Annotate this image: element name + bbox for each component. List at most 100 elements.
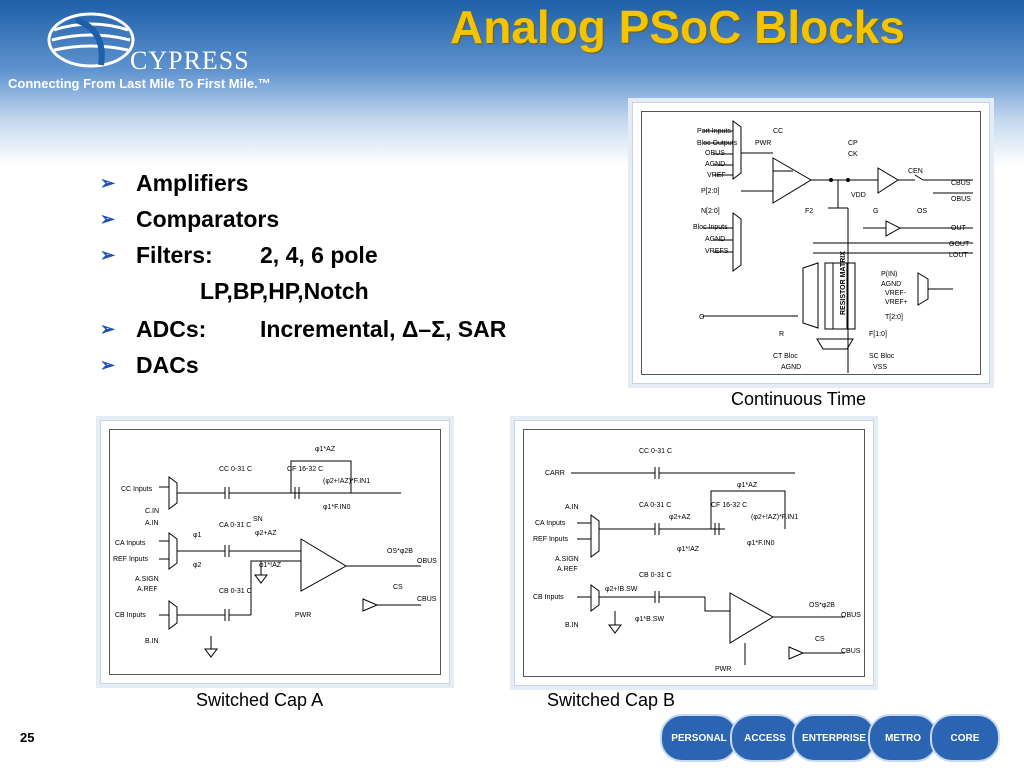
svg-text:CK: CK bbox=[848, 151, 858, 158]
svg-text:AGND: AGND bbox=[881, 281, 901, 288]
svg-text:VREF+: VREF+ bbox=[885, 299, 908, 306]
svg-text:CF 16-32 C: CF 16-32 C bbox=[287, 466, 323, 473]
svg-text:φ1*F.IN0: φ1*F.IN0 bbox=[323, 504, 351, 511]
svg-text:φ1*B.SW: φ1*B.SW bbox=[635, 616, 664, 623]
svg-text:(φ2+!AZ)*F.IN1: (φ2+!AZ)*F.IN1 bbox=[751, 514, 798, 521]
svg-text:OS*φ2B: OS*φ2B bbox=[387, 548, 413, 555]
svg-text:φ1*!AZ: φ1*!AZ bbox=[677, 546, 700, 553]
segment-badges: PERSONAL ACCESS ENTERPRISE METRO CORE bbox=[660, 714, 1010, 762]
svg-text:CS: CS bbox=[393, 584, 403, 591]
svg-text:CBUS: CBUS bbox=[841, 648, 861, 655]
arrow-bullet-icon: ➢ bbox=[100, 355, 116, 375]
svg-text:A.IN: A.IN bbox=[565, 504, 579, 511]
svg-text:CA 0-31 C: CA 0-31 C bbox=[639, 502, 671, 509]
svg-text:R: R bbox=[779, 331, 784, 338]
ct-bottom-labels: R CT Bloc AGND bbox=[773, 331, 801, 371]
svg-text:OBUS: OBUS bbox=[951, 196, 971, 203]
svg-text:φ1*AZ: φ1*AZ bbox=[315, 446, 336, 453]
diagram-label: P[2:0] bbox=[701, 188, 719, 195]
svg-text:F[1:0]: F[1:0] bbox=[869, 331, 887, 338]
svg-text:PWR: PWR bbox=[755, 140, 771, 147]
svg-text:GOUT: GOUT bbox=[949, 241, 970, 248]
svg-text:A.REF: A.REF bbox=[137, 586, 158, 593]
svg-text:REF Inputs: REF Inputs bbox=[113, 556, 149, 563]
svg-text:(φ2+!AZ)*F.IN1: (φ2+!AZ)*F.IN1 bbox=[323, 478, 370, 485]
ct-left-labels: Port Inputs Bloc Outputs OBUS AGND VREF … bbox=[693, 128, 738, 321]
continuous-time-diagram: Port Inputs Bloc Outputs OBUS AGND VREF … bbox=[632, 102, 990, 384]
svg-text:CA 0-31 C: CA 0-31 C bbox=[219, 522, 251, 529]
arrow-bullet-icon: ➢ bbox=[100, 209, 116, 229]
svg-text:φ2: φ2 bbox=[193, 562, 202, 569]
svg-text:OBUS: OBUS bbox=[841, 612, 861, 619]
page-number: 25 bbox=[20, 730, 35, 745]
globe-logo-icon bbox=[47, 12, 135, 68]
svg-text:OBUS: OBUS bbox=[417, 558, 437, 565]
resistor-matrix-label: RESISTOR MATRIX bbox=[840, 251, 847, 315]
svg-text:CC Inputs: CC Inputs bbox=[121, 486, 153, 493]
svg-text:φ1*F.IN0: φ1*F.IN0 bbox=[747, 540, 775, 547]
caption-switched-cap-a: Switched Cap A bbox=[196, 690, 324, 710]
scb-schematic-lines bbox=[571, 467, 845, 665]
svg-text:B.IN: B.IN bbox=[565, 622, 579, 629]
switched-cap-a-diagram: CC Inputs C.IN A.IN CA Inputs REF Inputs… bbox=[100, 420, 450, 684]
svg-text:CC: CC bbox=[773, 128, 783, 135]
svg-text:φ2+!B.SW: φ2+!B.SW bbox=[605, 586, 638, 593]
svg-text:VREF-: VREF- bbox=[885, 290, 907, 297]
svg-text:VDD: VDD bbox=[851, 192, 866, 199]
svg-text:φ2+AZ: φ2+AZ bbox=[255, 530, 277, 537]
svg-text:φ1*AZ: φ1*AZ bbox=[737, 482, 758, 489]
svg-text:VSS: VSS bbox=[873, 364, 887, 371]
svg-text:F2: F2 bbox=[805, 208, 813, 215]
svg-text:A.IN: A.IN bbox=[145, 520, 159, 527]
svg-text:CB Inputs: CB Inputs bbox=[115, 612, 146, 619]
svg-text:φ1*!AZ: φ1*!AZ bbox=[259, 562, 282, 569]
svg-text:PWR: PWR bbox=[295, 612, 311, 619]
badge-access: ACCESS bbox=[730, 714, 800, 762]
list-item: ➢ Comparators bbox=[100, 206, 280, 232]
svg-text:CBUS: CBUS bbox=[417, 596, 437, 603]
svg-text:CT Bloc: CT Bloc bbox=[773, 353, 798, 360]
svg-text:G: G bbox=[873, 208, 878, 215]
svg-text:CA Inputs: CA Inputs bbox=[535, 520, 566, 527]
cypress-logo: CYPRESS Connecting From Last Mile To Fir… bbox=[8, 8, 308, 98]
badge-core: CORE bbox=[930, 714, 1000, 762]
caption-switched-cap-b: Switched Cap B bbox=[547, 690, 676, 710]
switched-cap-b-diagram: CARR CC 0-31 C φ1*AZ CA 0-31 C CF 16-32 … bbox=[514, 420, 874, 686]
list-item: ➢ Filters: 2, 4, 6 pole bbox=[100, 242, 378, 268]
brand-tagline: Connecting From Last Mile To First Mile.… bbox=[8, 76, 271, 91]
svg-text:T[2:0]: T[2:0] bbox=[885, 314, 903, 321]
page-title: Analog PSoC Blocks bbox=[450, 1, 905, 53]
svg-text:CB Inputs: CB Inputs bbox=[533, 594, 564, 601]
svg-text:A.REF: A.REF bbox=[557, 566, 578, 573]
svg-text:OS: OS bbox=[917, 208, 927, 215]
sca-schematic-lines bbox=[159, 460, 421, 658]
arrow-bullet-icon: ➢ bbox=[100, 173, 116, 193]
badge-enterprise: ENTERPRISE bbox=[792, 714, 876, 762]
brand-name: CYPRESS bbox=[130, 46, 250, 75]
list-item: ➢ DACs bbox=[100, 352, 199, 378]
svg-text:CC 0-31 C: CC 0-31 C bbox=[639, 448, 672, 455]
ct-schematic-lines bbox=[703, 120, 973, 373]
ct-top-labels: CC PWR CP CK CEN F2 VDD G OS bbox=[755, 128, 927, 215]
svg-text:B.IN: B.IN bbox=[145, 638, 159, 645]
badge-metro: METRO bbox=[868, 714, 938, 762]
svg-text:C.IN: C.IN bbox=[145, 508, 159, 515]
arrow-bullet-icon: ➢ bbox=[100, 245, 116, 265]
svg-text:RESISTOR MATRIX: RESISTOR MATRIX bbox=[840, 251, 847, 315]
svg-text:CF 16-32 C: CF 16-32 C bbox=[711, 502, 747, 509]
svg-text:REF Inputs: REF Inputs bbox=[533, 536, 569, 543]
svg-text:A.SIGN: A.SIGN bbox=[555, 556, 579, 563]
svg-text:CB 0-31 C: CB 0-31 C bbox=[639, 572, 672, 579]
svg-text:CC 0-31 C: CC 0-31 C bbox=[219, 466, 252, 473]
svg-text:SN: SN bbox=[253, 516, 263, 523]
arrow-bullet-icon: ➢ bbox=[100, 319, 116, 339]
svg-text:CARR: CARR bbox=[545, 470, 565, 477]
svg-text:LOUT: LOUT bbox=[949, 252, 968, 259]
list-item: ➢ Amplifiers bbox=[100, 170, 249, 196]
bullet-list: ➢ Amplifiers ➢ Comparators ➢ Filters: 2,… bbox=[100, 170, 600, 388]
caption-continuous-time: Continuous Time bbox=[731, 389, 867, 409]
svg-text:OS*φ2B: OS*φ2B bbox=[809, 602, 835, 609]
list-item-continuation: LP,BP,HP,Notch bbox=[200, 278, 369, 304]
diagram-label: N[2:0] bbox=[701, 208, 720, 215]
svg-text:φ2+AZ: φ2+AZ bbox=[669, 514, 691, 521]
